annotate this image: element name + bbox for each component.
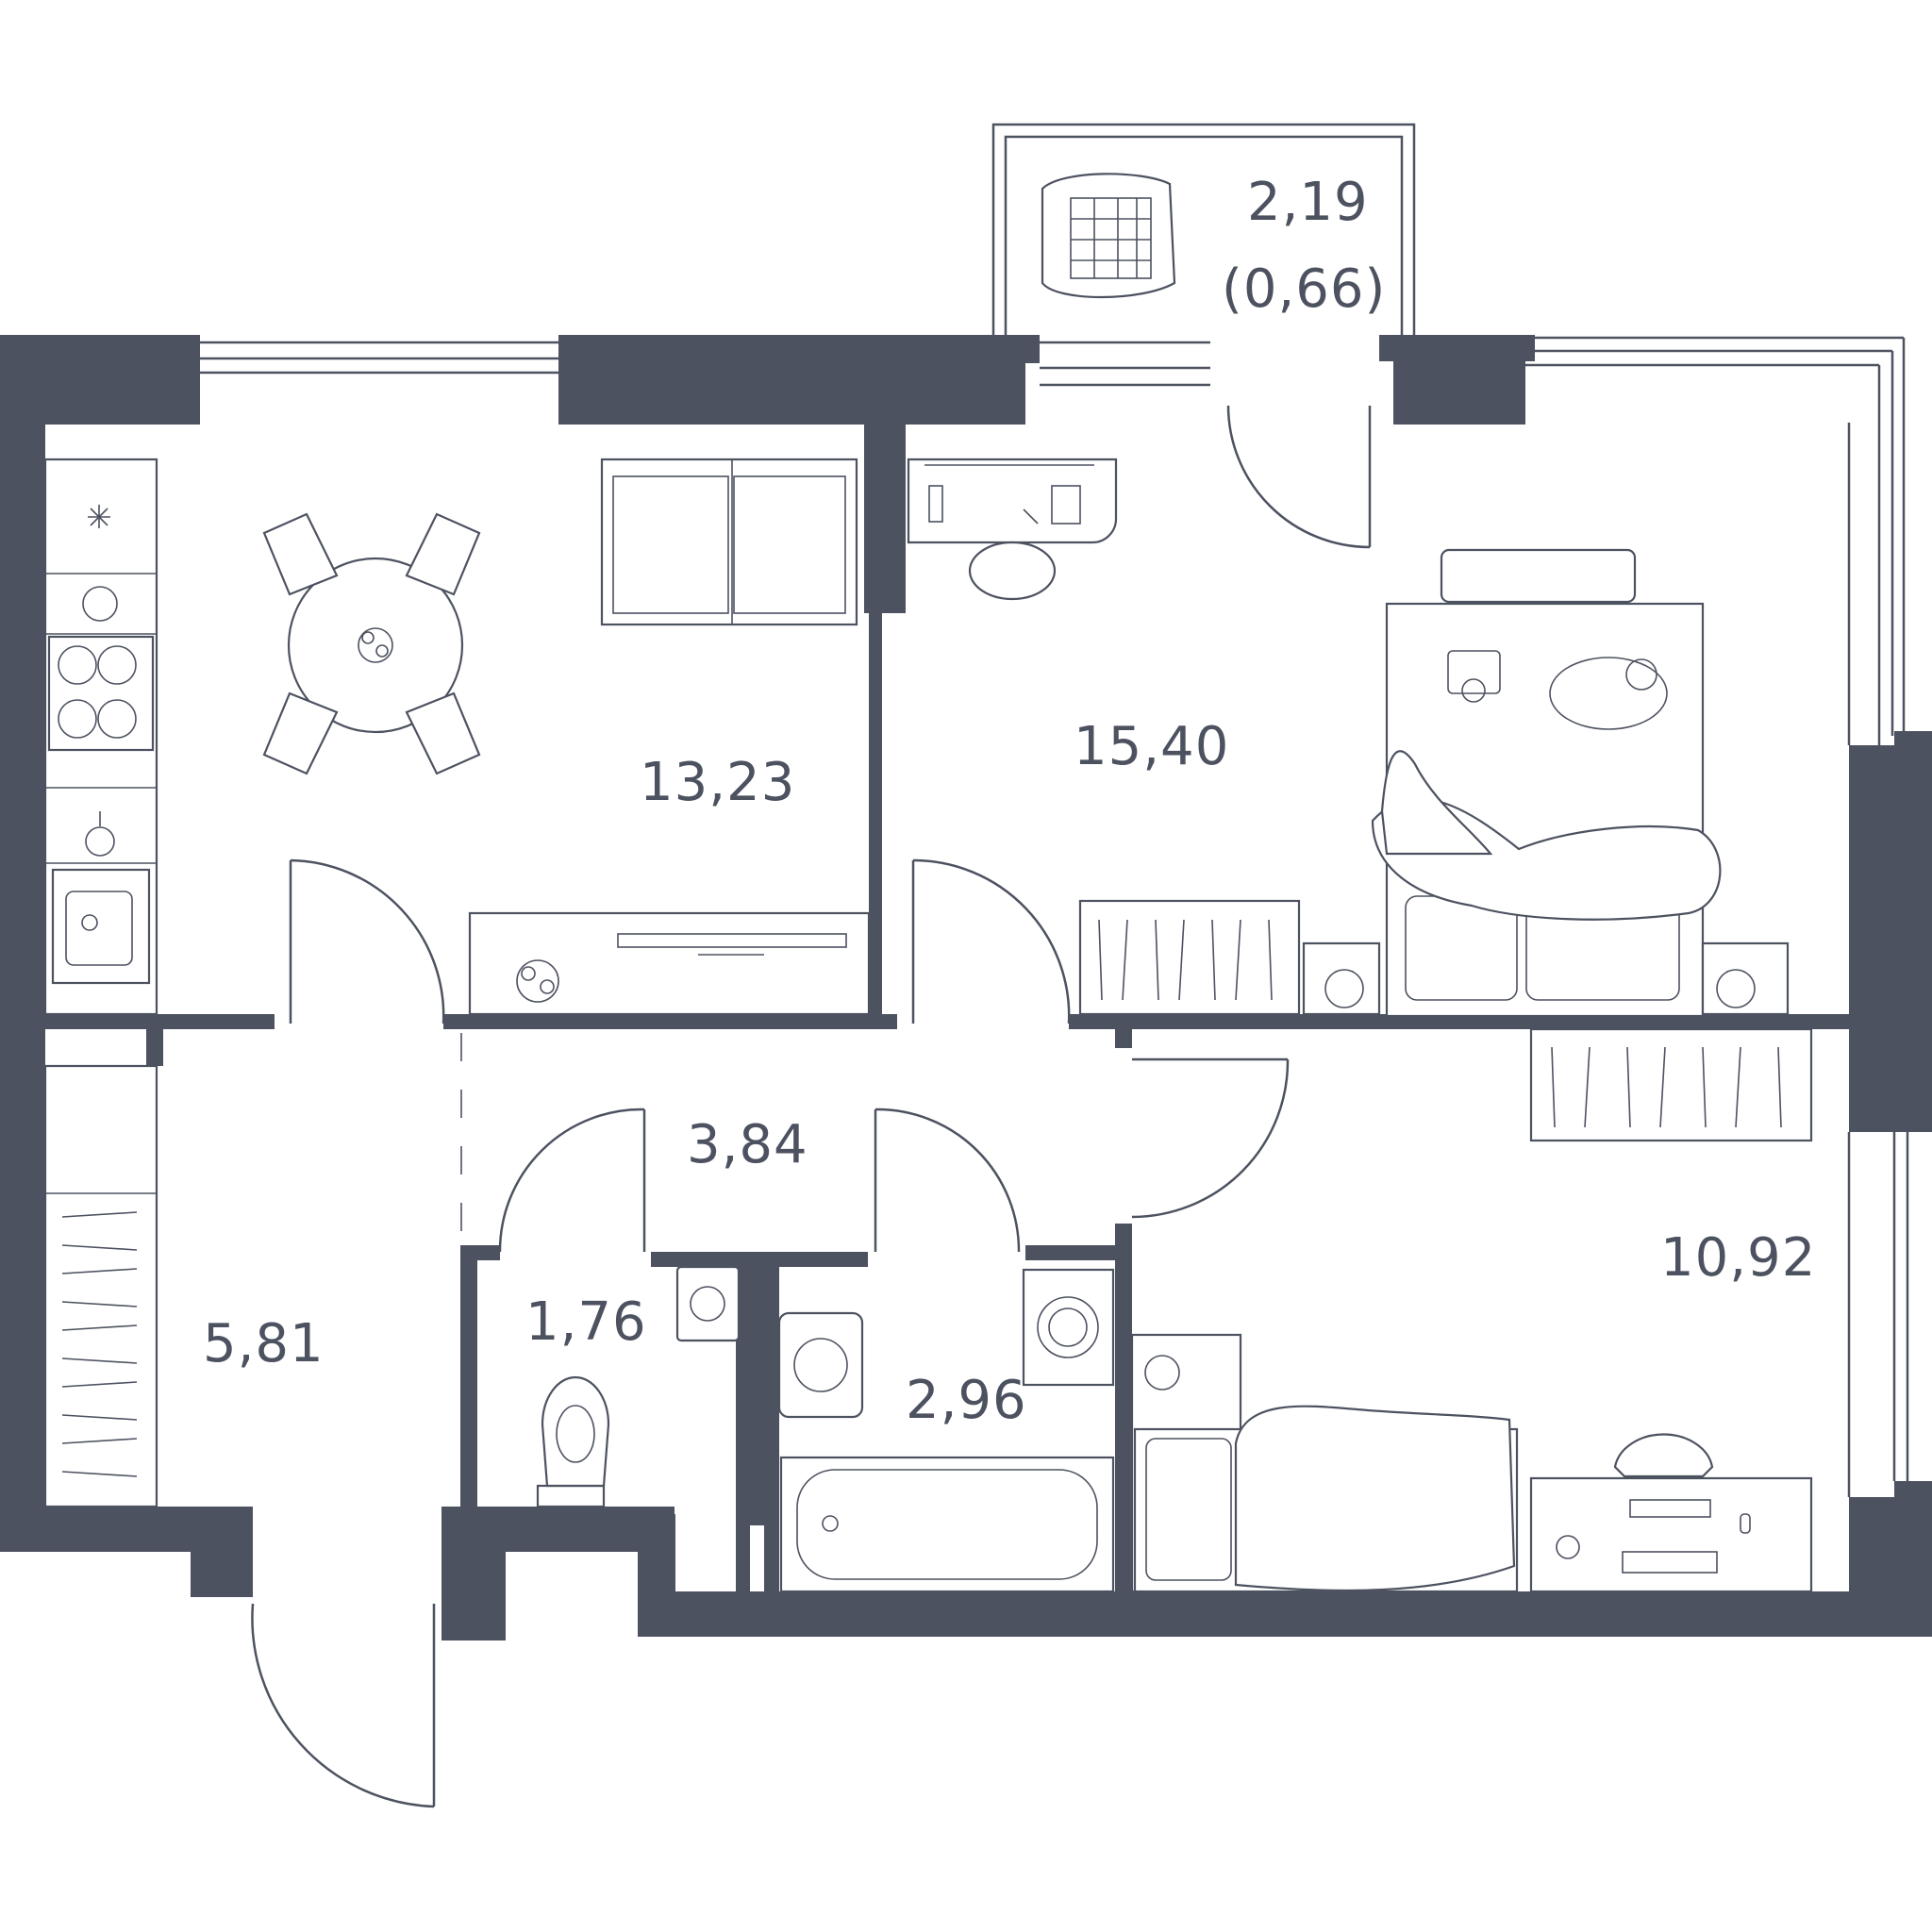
walls [0,335,1932,1641]
door-swing-icon [251,405,1372,1808]
cat-icon [1549,657,1668,730]
bathtub-icon [779,1456,1115,1593]
room-area-hall: 3,84 [687,1114,808,1175]
dining-table-icon [262,512,481,775]
single-bed-icon [1130,1333,1519,1593]
balcony-frame [991,123,1416,335]
radiator-icon [1078,899,1301,1016]
room-area-bedroom-1: 15,40 [1074,716,1229,777]
room-area-balcony-note: (0,66) [1222,258,1386,320]
tv-stand-icon [468,911,871,1016]
double-bed-icon [1371,548,1722,1018]
fan-icon [1302,941,1790,1016]
sofa-icon [600,458,858,626]
toilet-icon [536,1375,610,1508]
room-area-bedroom-2: 10,92 [1660,1227,1816,1289]
hob-icon [47,635,155,752]
wardrobe-icon [1529,1027,1813,1142]
laundry-basket-icon [1041,173,1176,299]
room-area-kitchen: 13,23 [640,752,795,813]
washbasin-icon [675,1265,741,1342]
wardrobe-icon [43,1064,158,1508]
room-area-entrance: 5,81 [203,1313,325,1374]
room-area-balcony: 2,19 [1247,172,1369,233]
washbasin-icon [777,1311,864,1419]
room-area-bathroom: 2,96 [906,1370,1027,1431]
washing-machine-icon [1022,1268,1115,1387]
desk-icon [907,458,1118,601]
windows [200,336,1909,1497]
sink-icon [51,811,151,985]
computer-desk-icon [1529,1433,1813,1593]
room-area-wc: 1,76 [525,1291,647,1353]
